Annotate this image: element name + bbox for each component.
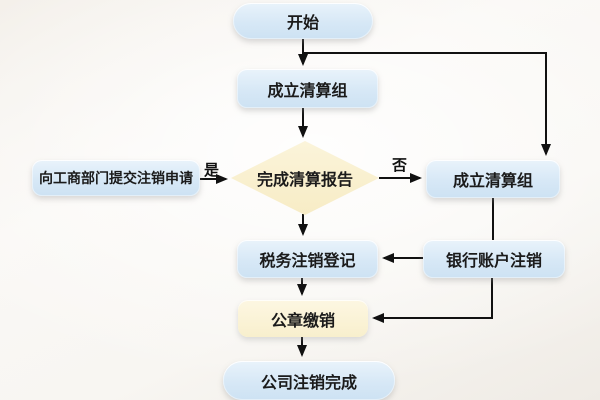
connector-bank-to-seal — [372, 278, 493, 323]
node-tax-deregistration: 税务注销登记 — [237, 240, 378, 278]
edge-label-no: 否 — [392, 156, 408, 174]
edge-label-yes: 是 — [204, 161, 220, 179]
node-company-deregistration-complete: 公司注销完成 — [223, 361, 395, 400]
node-start: 开始 — [233, 3, 373, 39]
node-complete-liquidation-report-label: 完成清算报告 — [256, 170, 353, 189]
node-form-liquidation-group-right: 成立清算组 — [426, 160, 560, 198]
node-complete-liquidation-report: 完成清算报告 — [231, 141, 379, 215]
node-bank-account-cancellation: 银行账户注销 — [423, 240, 565, 278]
node-official-seal-surrender-label: 公章缴销 — [270, 310, 335, 330]
node-bank-account-cancellation-label: 银行账户注销 — [445, 251, 542, 270]
node-start-label: 开始 — [286, 13, 319, 32]
node-form-liquidation-group: 成立清算组 — [237, 69, 378, 108]
node-form-liquidation-group-right-label: 成立清算组 — [452, 171, 533, 190]
node-submit-deregistration-application-label: 向工商部门提交注销申请 — [39, 171, 193, 187]
node-form-liquidation-group-label: 成立清算组 — [267, 80, 348, 100]
node-official-seal-surrender: 公章缴销 — [238, 300, 368, 337]
node-tax-deregistration-label: 税务注销登记 — [259, 251, 356, 270]
node-submit-deregistration-application: 向工商部门提交注销申请 — [32, 160, 200, 196]
node-company-deregistration-complete-label: 公司注销完成 — [260, 372, 357, 392]
